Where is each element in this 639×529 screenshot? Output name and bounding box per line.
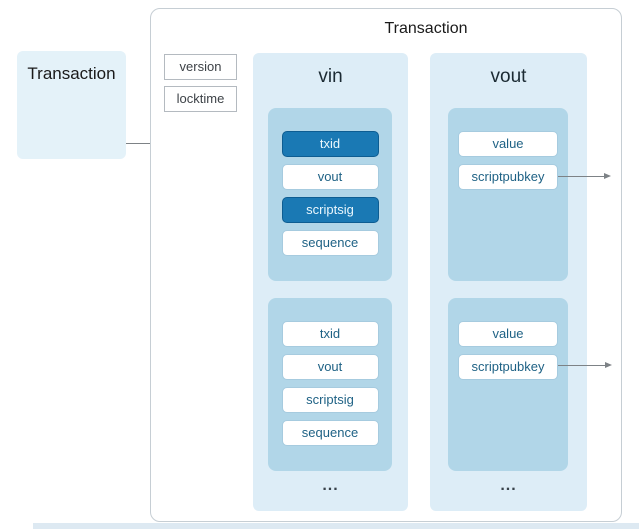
vout-header: vout [490, 66, 527, 87]
vin2-scriptsig-field: scriptsig [281, 387, 379, 413]
page-bottom-edge [33, 523, 639, 529]
vin2-txid-field: txid [281, 321, 379, 347]
vout-ellipsis: ... [500, 477, 517, 494]
vin1-txid-field: txid [281, 131, 379, 157]
vout1-scriptpubkey-field: scriptpubkey [458, 164, 558, 190]
vin1-vout-field: vout [281, 164, 379, 190]
vout2-scriptpubkey-field: scriptpubkey [458, 354, 558, 380]
arrow-scriptpubkey-2-icon [558, 362, 612, 368]
vin1-sequence-field: sequence [281, 230, 379, 256]
vout-column: vout value scriptpubkey value scriptpubk… [430, 53, 587, 511]
vin-header: vin [318, 66, 343, 87]
transaction-container: Transaction version locktime vin txid vo… [150, 8, 622, 522]
vout-output-group-2: value scriptpubkey [448, 298, 568, 471]
vin-input-group-1: txid vout scriptsig sequence [268, 108, 392, 281]
vout2-value-field: value [458, 321, 558, 347]
vin2-sequence-field: sequence [281, 420, 379, 446]
locktime-field: locktime [164, 86, 237, 112]
vin-input-group-2: txid vout scriptsig sequence [268, 298, 392, 471]
transaction-source-label: Transaction [27, 64, 116, 83]
vout-output-group-1: value scriptpubkey [448, 108, 568, 281]
vin-ellipsis: ... [322, 477, 339, 494]
vin1-scriptsig-field: scriptsig [281, 197, 379, 223]
version-field: version [164, 54, 237, 80]
transaction-source-box: Transaction [17, 51, 126, 159]
transaction-container-title: Transaction [384, 20, 468, 37]
arrow-scriptpubkey-1-icon [558, 173, 611, 179]
vout1-value-field: value [458, 131, 558, 157]
vin-column: vin txid vout scriptsig sequence txid vo… [253, 53, 408, 511]
vin2-vout-field: vout [281, 354, 379, 380]
